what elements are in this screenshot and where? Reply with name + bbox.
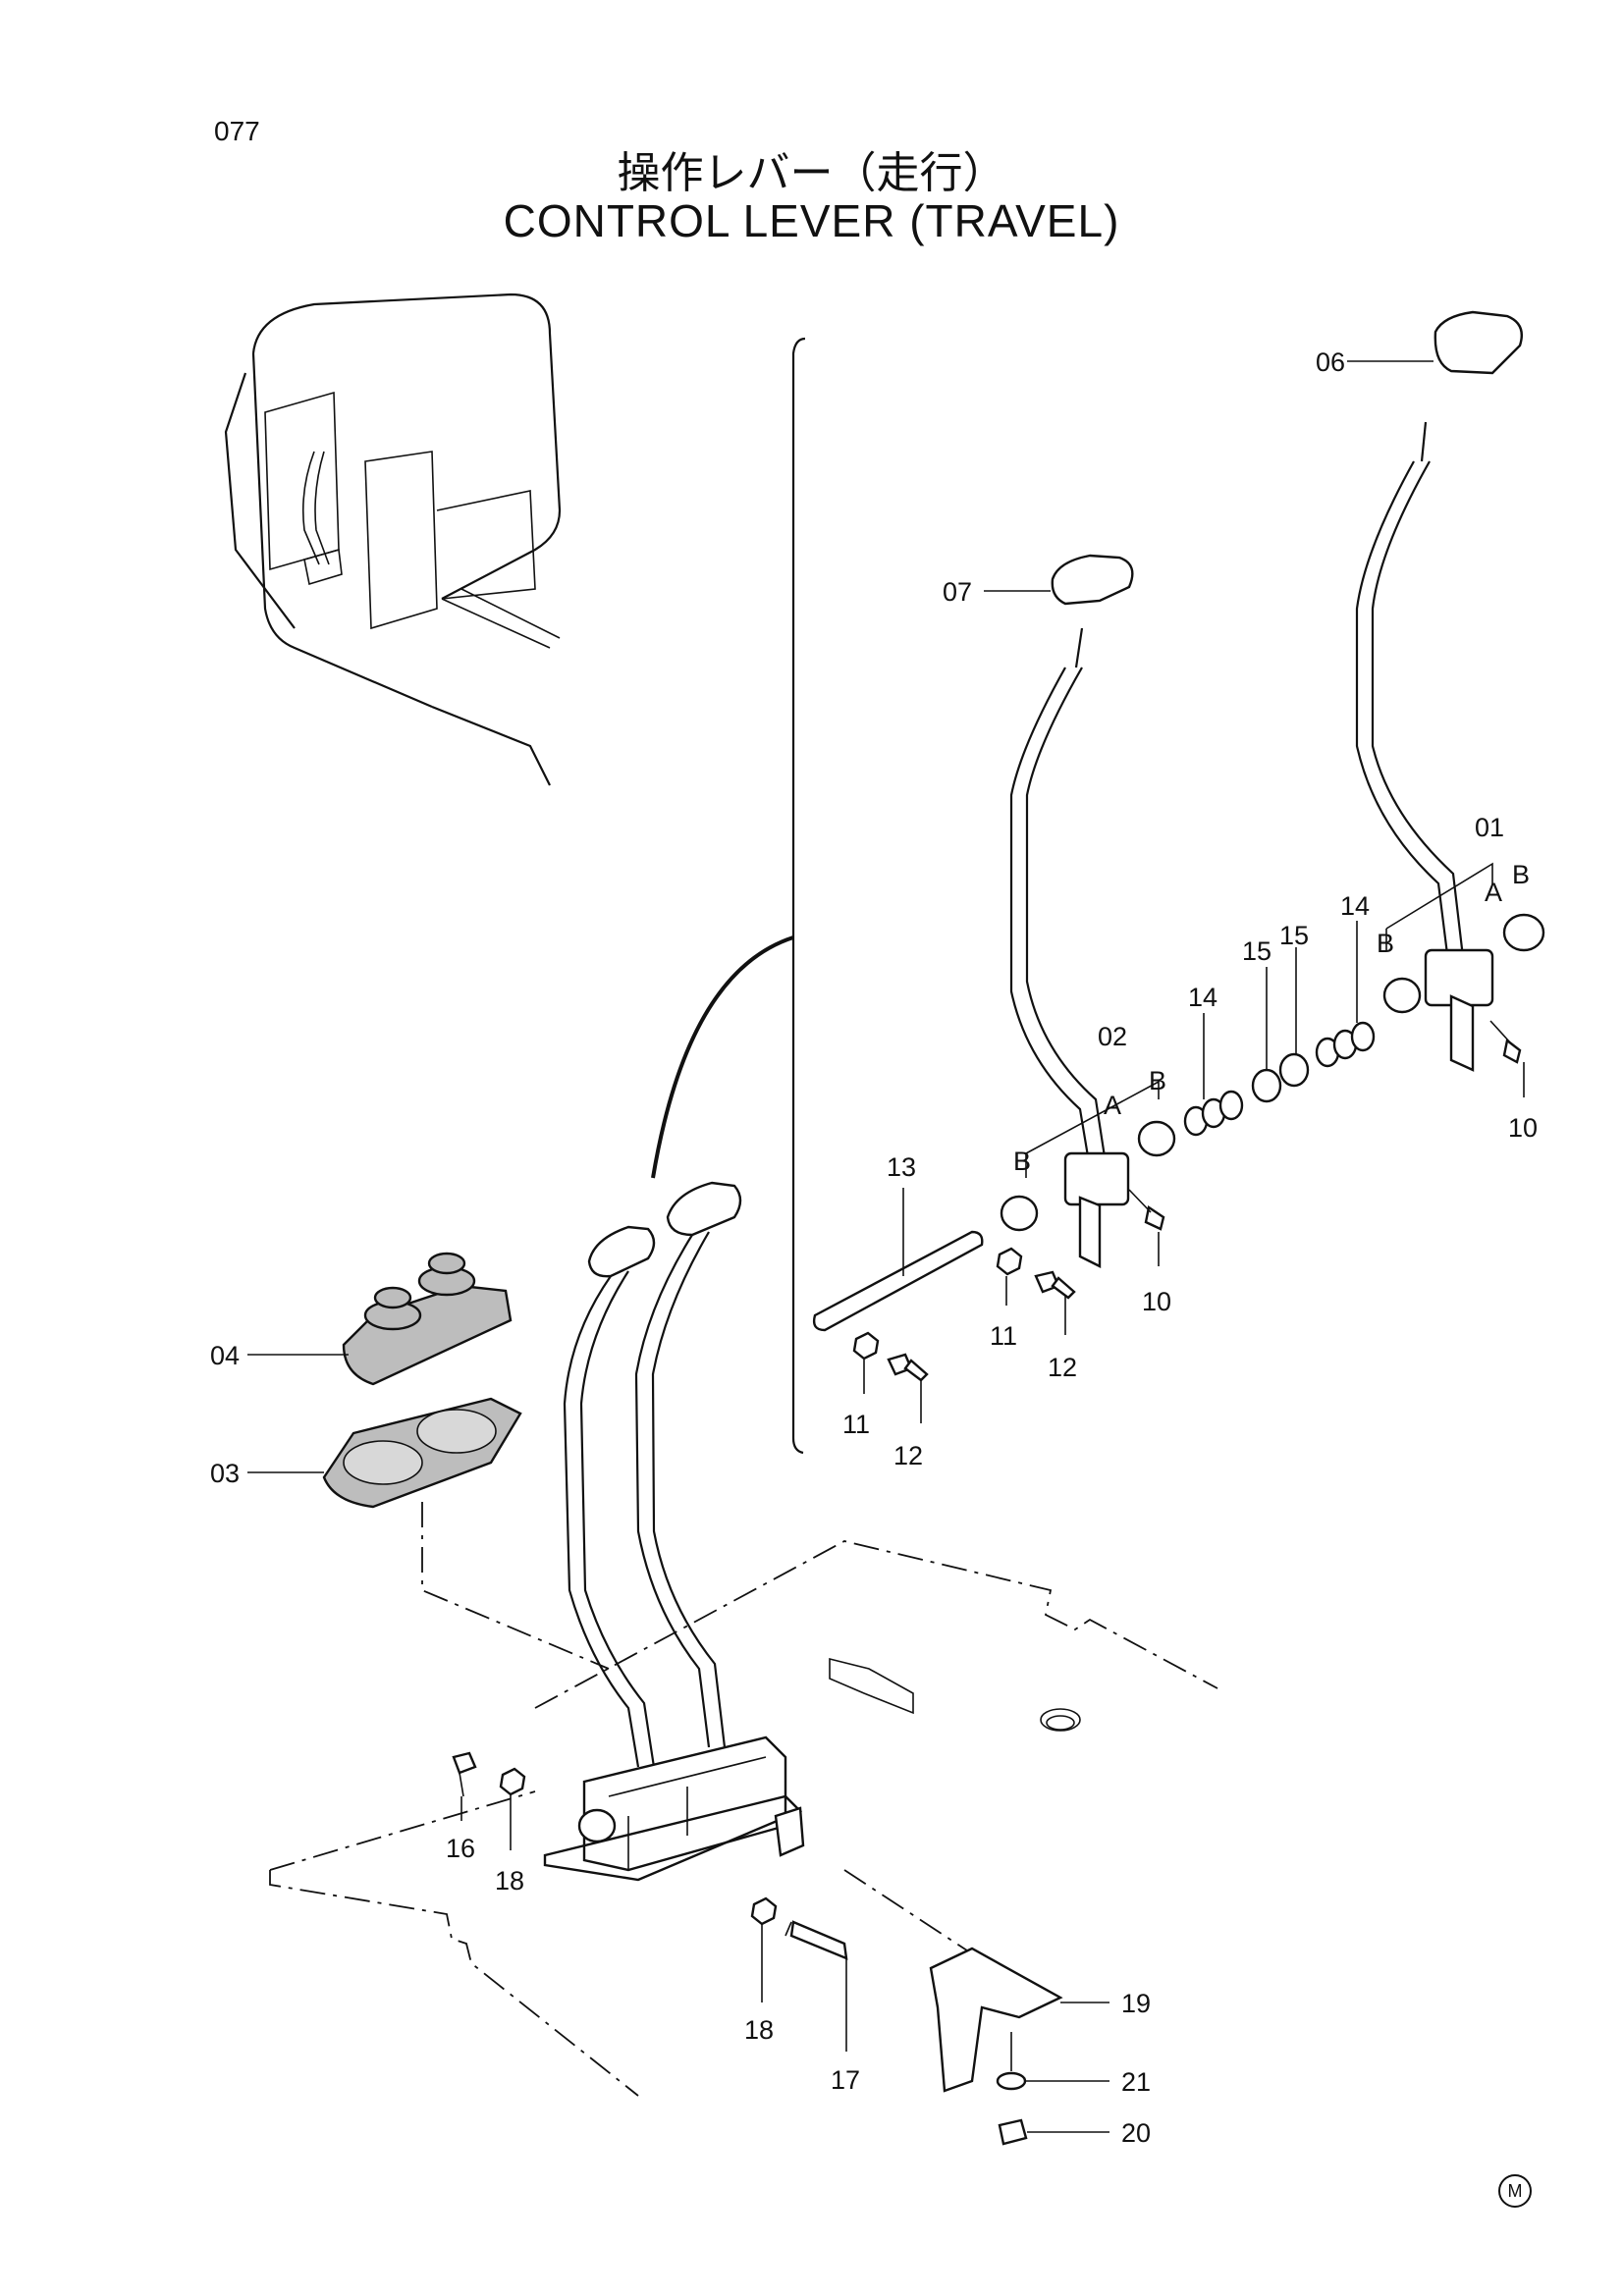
callout-15-right: 15 xyxy=(1279,921,1309,950)
nut-18-upper xyxy=(499,1767,526,1796)
callout-10-middle: 10 xyxy=(1142,1287,1171,1316)
bushing-02-b-right xyxy=(1137,1120,1176,1157)
callout-06: 06 xyxy=(1316,347,1345,377)
washer-21 xyxy=(996,2071,1027,2091)
callout-10-right: 10 xyxy=(1508,1113,1538,1143)
callout-03: 03 xyxy=(210,1459,240,1488)
lever-assembly-right xyxy=(1355,310,1545,1072)
callout-14-right: 14 xyxy=(1340,891,1370,921)
lever-assembly-middle xyxy=(1000,554,1176,1268)
detail-bracket xyxy=(791,337,806,1455)
callout-13: 13 xyxy=(887,1152,916,1182)
bracket-19 xyxy=(929,1947,1063,2093)
shaft-13 xyxy=(812,1230,984,1332)
bolt-17 xyxy=(789,1920,848,1960)
callout-21: 21 xyxy=(1121,2067,1151,2097)
m-mark: M xyxy=(1498,2174,1532,2208)
callout-18-lower: 18 xyxy=(744,2015,774,2045)
boot-04 xyxy=(342,1284,513,1386)
leader-lines xyxy=(247,360,1525,2133)
bushing-01-b-left xyxy=(1382,977,1422,1014)
callout-01-b-right: B xyxy=(1512,860,1530,889)
callout-18-upper: 18 xyxy=(495,1866,524,1896)
lever-hub-02 xyxy=(1063,1151,1130,1206)
bolt-20 xyxy=(998,2118,1028,2146)
washers-springs xyxy=(1183,1021,1376,1137)
bracket-assembly xyxy=(929,1947,1063,2146)
nut-18-lower xyxy=(750,1896,778,1926)
nut-11-upper xyxy=(996,1247,1023,1276)
callout-20: 20 xyxy=(1121,2118,1151,2148)
callout-11-lower: 11 xyxy=(842,1410,870,1439)
grip-07 xyxy=(1051,554,1134,606)
callout-11-upper: 11 xyxy=(990,1321,1017,1351)
callout-02-b-left: B xyxy=(1013,1147,1031,1176)
callout-07: 07 xyxy=(943,577,972,607)
grease-fitting-10-right xyxy=(1502,1038,1522,1064)
bushing-01-b-right xyxy=(1502,913,1545,952)
shaft-and-fasteners xyxy=(812,1230,1076,1382)
callout-02-b-right: B xyxy=(1149,1066,1166,1095)
lever-hub-01 xyxy=(1424,948,1494,1007)
boots xyxy=(322,1252,610,1670)
grip-06 xyxy=(1434,310,1524,375)
callout-12-lower: 12 xyxy=(893,1441,923,1470)
callout-01-a: A xyxy=(1485,878,1502,907)
callout-02: 02 xyxy=(1098,1022,1127,1051)
nut-11-lower xyxy=(852,1331,880,1361)
bushing-02-b-left xyxy=(1000,1195,1039,1232)
callout-17: 17 xyxy=(831,2065,860,2095)
lever-assembly-main xyxy=(543,1181,805,1882)
detail-leader-arc xyxy=(651,935,794,1179)
grease-fitting-10-middle xyxy=(1144,1205,1165,1231)
callout-12-upper: 12 xyxy=(1048,1353,1077,1382)
callout-01-b-left: B xyxy=(1377,929,1394,958)
title-japanese: 操作レバー（走行） xyxy=(617,148,1006,198)
callout-02-a: A xyxy=(1104,1091,1121,1120)
floor-plate xyxy=(269,1540,1218,2097)
cab-inset xyxy=(224,293,562,786)
callout-04: 04 xyxy=(210,1341,240,1370)
callout-14-left: 14 xyxy=(1188,983,1217,1012)
callout-16: 16 xyxy=(446,1834,475,1863)
bolt-16 xyxy=(452,1751,477,1775)
callout-19: 19 xyxy=(1121,1989,1151,2018)
callout-01: 01 xyxy=(1475,813,1504,842)
title-english: CONTROL LEVER (TRAVEL) xyxy=(503,195,1120,246)
page-number: 077 xyxy=(214,116,260,146)
callout-15-left: 15 xyxy=(1242,936,1271,966)
